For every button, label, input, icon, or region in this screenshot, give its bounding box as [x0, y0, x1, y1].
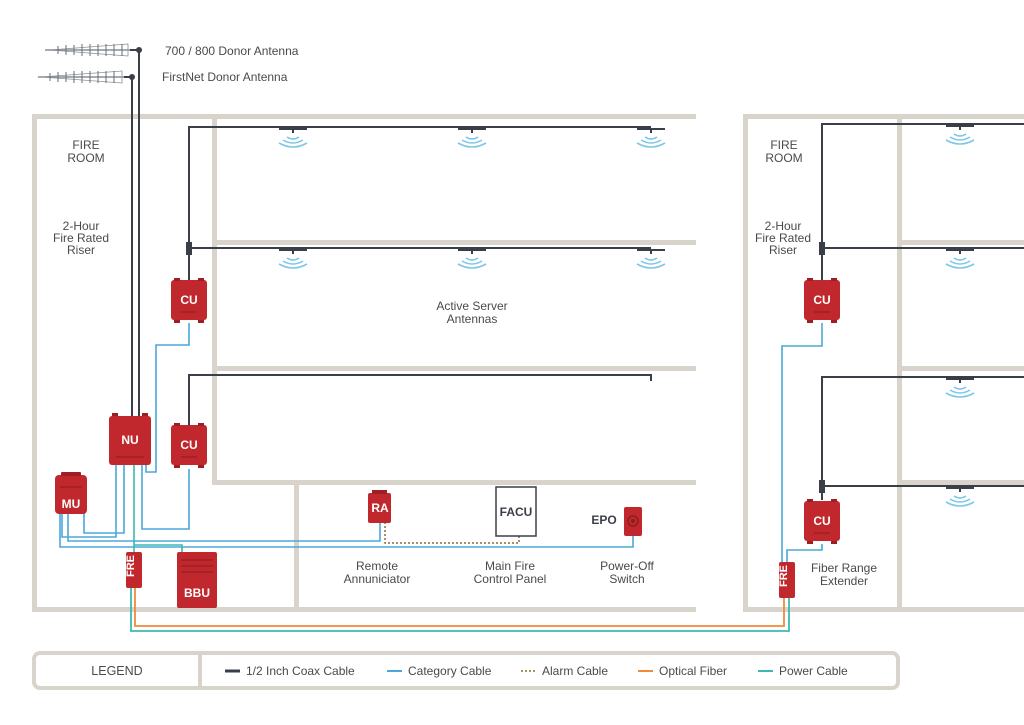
ra-label: RA [371, 501, 389, 515]
riser-2-label-line2: Fire Rated [755, 231, 811, 245]
nu-unit: NU [109, 413, 151, 465]
riser-label-line2: Fire Rated [53, 231, 109, 245]
server-antenna-icon [278, 128, 308, 148]
fre-unit-building-1: FRE [125, 552, 142, 588]
alarm-cable [384, 522, 520, 544]
cu-label: CU [813, 293, 830, 307]
server-antenna-icon [945, 378, 975, 398]
mu-label: MU [62, 497, 81, 511]
fre-label: FRE [125, 555, 137, 577]
donor-antenna-firstnet [38, 70, 135, 84]
power-cable [130, 587, 790, 632]
ra-unit: RA [368, 490, 391, 523]
legend-label-alarm: Alarm Cable [542, 664, 608, 678]
server-antenna-icon [457, 128, 487, 148]
server-antenna-icon [457, 249, 487, 269]
coax-splitter [819, 480, 825, 493]
coax-cables [131, 52, 1024, 500]
active-server-label-line1: Active Server [436, 299, 507, 313]
main-fire-label-line2: Control Panel [474, 572, 547, 586]
legend-label-power: Power Cable [779, 664, 848, 678]
cu-label: CU [180, 293, 197, 307]
bbu-unit: BBU [177, 552, 217, 608]
power-off-label-line2: Switch [609, 572, 644, 586]
fiber-range-extender-label-line2: Extender [820, 574, 868, 588]
riser-label-line1: 2-Hour [63, 219, 100, 233]
fiber-range-extender-label-line1: Fiber Range [811, 561, 877, 575]
main-fire-label-line1: Main Fire [485, 559, 535, 573]
server-antenna-icon [636, 249, 666, 269]
server-antenna-icon [636, 128, 666, 148]
legend-title: LEGEND [91, 664, 142, 678]
server-antenna-icon [945, 249, 975, 269]
remote-annunciator-label-line2: Annuniciator [344, 572, 411, 586]
coax-splitter [819, 242, 825, 255]
riser-2-label-line1: 2-Hour [765, 219, 802, 233]
building-2-walls [743, 114, 1024, 612]
fire-room-label-line2: ROOM [67, 151, 104, 165]
mu-unit: MU [55, 472, 87, 514]
server-antenna-icon [945, 487, 975, 507]
riser-label-line3: Riser [67, 243, 95, 257]
category-cables [59, 323, 823, 563]
firstnet-donor-antenna-label: FirstNet Donor Antenna [162, 70, 288, 84]
fire-room-2-label-line2: ROOM [765, 151, 802, 165]
fire-room-label-line1: FIRE [72, 138, 99, 152]
legend-label-coax: 1/2 Inch Coax Cable [246, 664, 355, 678]
facu-panel: FACU [495, 486, 537, 537]
donor-antenna-700-800 [45, 43, 142, 57]
epo-label: EPO [591, 513, 616, 527]
bbu-label: BBU [184, 586, 210, 600]
server-antenna-icon [945, 125, 975, 145]
cu-unit-building-2-upper: CU [803, 277, 841, 324]
fre-label: FRE [778, 565, 790, 587]
legend: LEGEND 1/2 Inch Coax Cable Category Cabl… [32, 651, 900, 690]
legend-label-category: Category Cable [408, 664, 492, 678]
active-server-label-line2: Antennas [447, 312, 498, 326]
donor-antenna-700-800-label: 700 / 800 Donor Antenna [165, 44, 299, 58]
fire-room-2-label-line1: FIRE [770, 138, 797, 152]
cu-unit-building-2-lower: CU [803, 498, 841, 545]
cu-label: CU [813, 514, 830, 528]
building-1-walls [32, 114, 696, 612]
server-antenna-icon [278, 249, 308, 269]
cu-unit-lower: CU [170, 422, 208, 469]
power-off-label-line1: Power-Off [600, 559, 654, 573]
server-antennas [278, 125, 975, 507]
nu-label: NU [121, 433, 138, 447]
remote-annunciator-label-line1: Remote [356, 559, 398, 573]
cu-label: CU [180, 438, 197, 452]
epo-switch: EPO [591, 507, 642, 536]
optical-fiber-cable [134, 587, 785, 627]
fre-unit-building-2: FRE [778, 562, 795, 598]
power-cable [134, 544, 183, 552]
facu-label: FACU [500, 505, 533, 519]
coax-splitter [186, 242, 192, 255]
legend-label-fiber: Optical Fiber [659, 664, 727, 678]
riser-2-label-line3: Riser [769, 243, 797, 257]
cu-unit-upper: CU [170, 277, 208, 324]
